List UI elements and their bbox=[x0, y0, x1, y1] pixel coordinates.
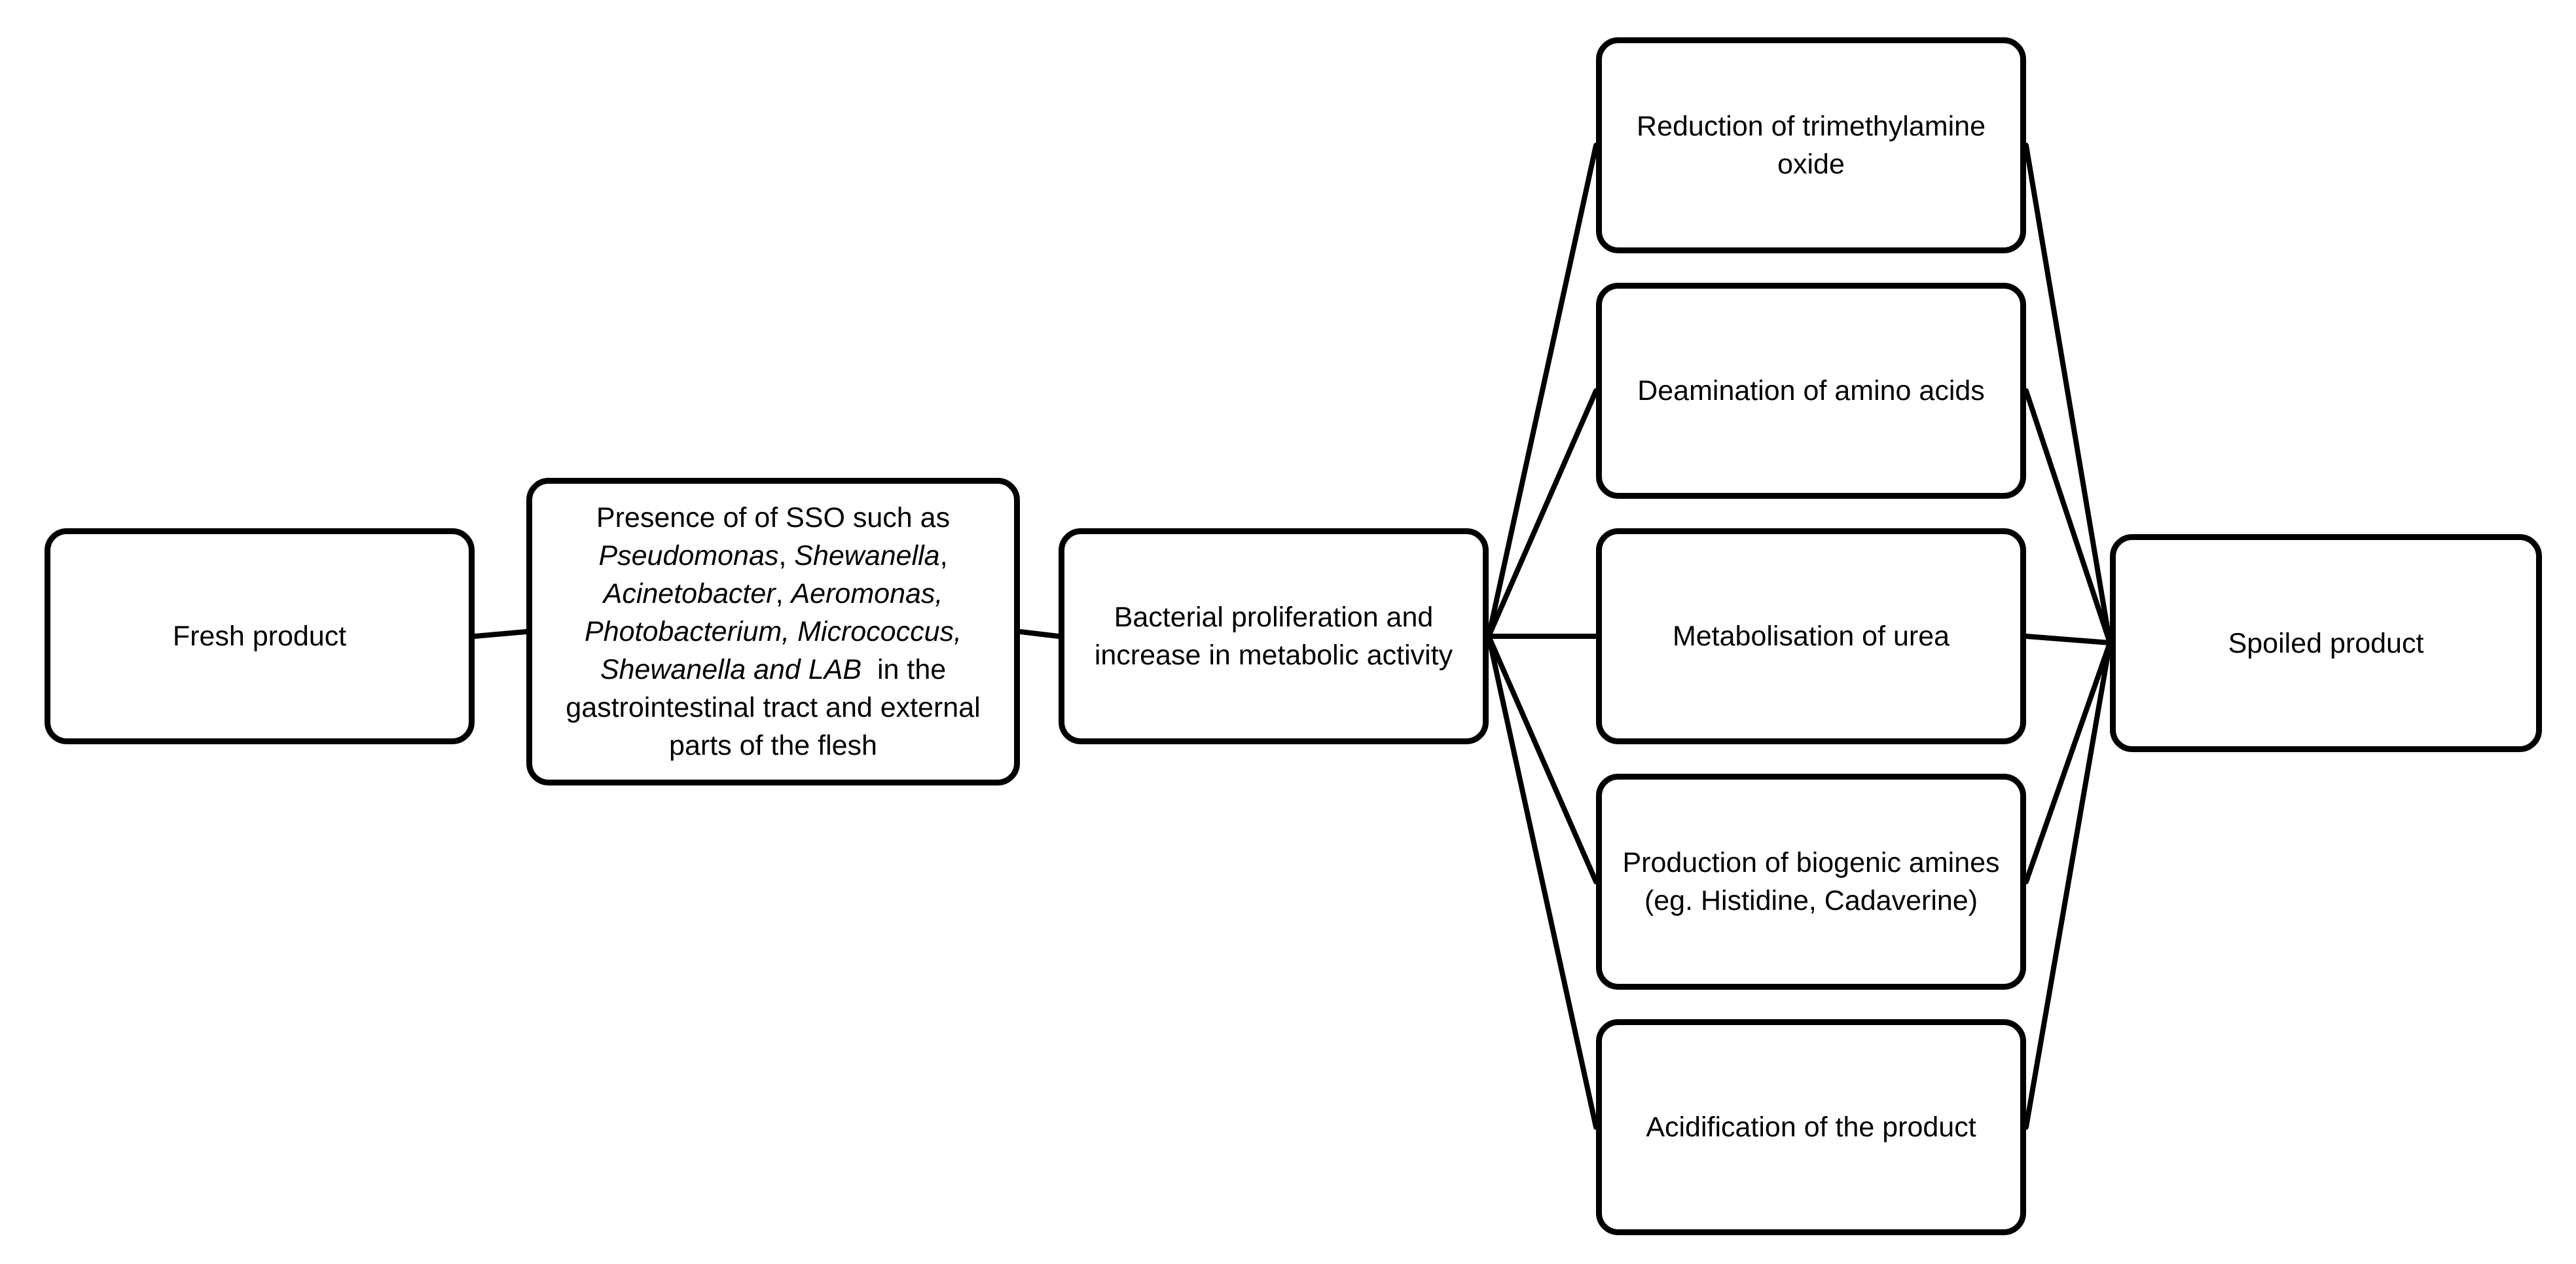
node-bacterial-proliferation: Bacterial proliferation and increase in … bbox=[1059, 528, 1489, 744]
node-sso-presence: Presence of of SSO such as Pseudomonas, … bbox=[526, 478, 1020, 785]
node-deamination: Deamination of amino acids bbox=[1596, 283, 2026, 499]
spoiled-label: Spoiled product bbox=[2228, 627, 2424, 659]
prolif-line-2: increase in metabolic activity bbox=[1094, 640, 1453, 671]
prolif-line-1: Bacterial proliferation and bbox=[1114, 602, 1434, 633]
tmao-line-2: oxide bbox=[1777, 149, 1845, 180]
sso-line-1: Presence of of SSO such as bbox=[596, 502, 951, 533]
connector-acid-spoiled bbox=[2023, 640, 2113, 1130]
amines-line-2: (eg. Histidine, Cadaverine) bbox=[1644, 885, 1978, 916]
node-acidification: Acidification of the product bbox=[1596, 1019, 2026, 1235]
sso-line-7: parts of the flesh bbox=[669, 730, 877, 761]
node-fresh-product-label: Fresh product bbox=[172, 621, 347, 652]
connector-amines-spoiled bbox=[2023, 640, 2113, 884]
sso-line-6: gastrointestinal tract and external bbox=[566, 692, 981, 723]
sso-line-2: Pseudomonas, Shewanella, bbox=[598, 540, 948, 571]
node-tmao-reduction: Reduction of trimethylamine oxide bbox=[1596, 37, 2026, 253]
node-fresh-product: Fresh product bbox=[45, 528, 475, 744]
connector-urea-spoiled bbox=[2023, 634, 2113, 645]
tmao-line-1: Reduction of trimethylamine bbox=[1637, 111, 1986, 142]
connector-prolif-acid bbox=[1486, 634, 1599, 1130]
sso-line-4: Photobacterium, Micrococcus, bbox=[585, 616, 962, 647]
amines-line-1: Production of biogenic amines bbox=[1622, 847, 2000, 878]
connector-tmao-spoiled bbox=[2023, 143, 2113, 645]
connector-deamin-spoiled bbox=[2023, 388, 2113, 645]
connector-fresh-sso bbox=[472, 629, 529, 639]
node-spoiled-product: Spoiled product bbox=[2110, 534, 2542, 752]
deamin-label: Deamination of amino acids bbox=[1637, 375, 1985, 406]
connector-prolif-tmao bbox=[1486, 143, 1599, 639]
connector-prolif-deamin bbox=[1486, 388, 1599, 639]
connector-prolif-amines bbox=[1486, 634, 1599, 884]
connector-sso-prolif bbox=[1017, 629, 1061, 639]
sso-line-5: Shewanella and LAB in the bbox=[600, 654, 947, 685]
node-urea-metabolisation: Metabolisation of urea bbox=[1596, 528, 2026, 744]
sso-line-3: Acinetobacter, Aeromonas, bbox=[603, 578, 943, 609]
urea-label: Metabolisation of urea bbox=[1672, 621, 1950, 652]
node-biogenic-amines: Production of biogenic amines (eg. Histi… bbox=[1596, 774, 2026, 990]
acid-label: Acidification of the product bbox=[1646, 1111, 1976, 1143]
